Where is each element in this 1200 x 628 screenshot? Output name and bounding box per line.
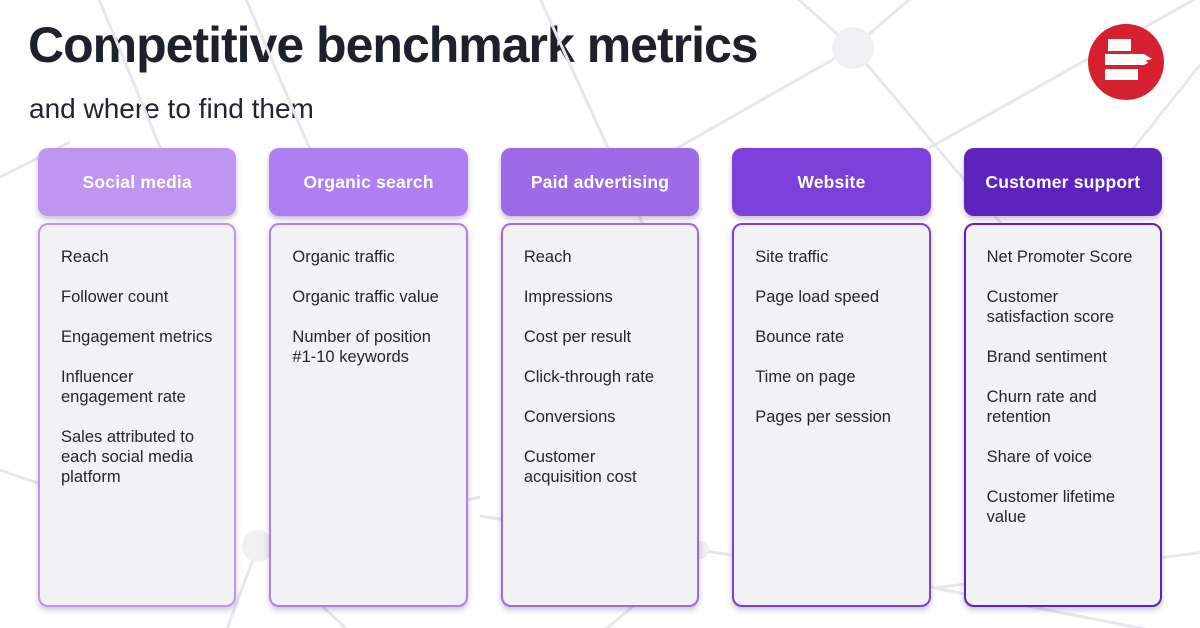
- metric-item: Organic traffic: [292, 248, 395, 266]
- metric-item: Engagement metrics: [61, 328, 213, 346]
- metric-item: Net Promoter Score: [986, 248, 1133, 266]
- bars-logo-icon: [1088, 24, 1164, 100]
- metric-item: Reach: [523, 248, 572, 266]
- network-line: [852, 0, 912, 50]
- page-subtitle: and where to find them: [29, 93, 314, 124]
- network-line: [796, 0, 854, 50]
- metric-item: Number of position #1-10 keywords: [292, 328, 431, 366]
- column-title: Social media: [82, 171, 192, 192]
- metric-item: Influencer engagement rate: [61, 368, 186, 406]
- column-title: Website: [797, 171, 866, 192]
- page-title: Competitive benchmark metrics: [28, 17, 759, 73]
- metric-item: Page load speed: [755, 288, 880, 306]
- metric-item: Sales attributed to each social media pl…: [61, 428, 194, 486]
- metric-item: Customer lifetime value: [986, 488, 1115, 526]
- metric-item: Organic traffic value: [292, 288, 439, 306]
- metric-item: Churn rate and retention: [986, 388, 1097, 426]
- metric-item: Click-through rate: [523, 368, 655, 386]
- metric-item: Reach: [61, 248, 109, 266]
- metric-item: Brand sentiment: [986, 348, 1107, 366]
- column-header-organic-search: Organic search: [269, 148, 468, 216]
- column-header-customer-support: Customer support: [963, 148, 1163, 216]
- metric-item: Customer satisfaction score: [986, 288, 1115, 326]
- metric-item: Conversions: [523, 408, 616, 426]
- brand-logo: [1088, 24, 1164, 100]
- column-header-social-media: Social media: [38, 148, 237, 216]
- metric-item: Time on page: [755, 368, 856, 386]
- metric-item: Share of voice: [986, 448, 1093, 466]
- metric-item: Bounce rate: [755, 328, 845, 346]
- column-title: Customer support: [985, 171, 1141, 192]
- column-title: Organic search: [303, 171, 434, 192]
- column-title: Paid advertising: [530, 171, 670, 192]
- metric-item: Follower count: [61, 288, 169, 306]
- column-header-paid-advertising: Paid advertising: [500, 148, 700, 216]
- metric-item: Impressions: [523, 288, 613, 306]
- network-node: [832, 27, 874, 69]
- metric-item: Cost per result: [523, 328, 632, 346]
- column-header-website: Website: [732, 148, 931, 216]
- metric-item: Customer acquisition cost: [523, 448, 637, 486]
- metric-item: Site traffic: [755, 248, 829, 266]
- metric-item: Pages per session: [755, 408, 891, 426]
